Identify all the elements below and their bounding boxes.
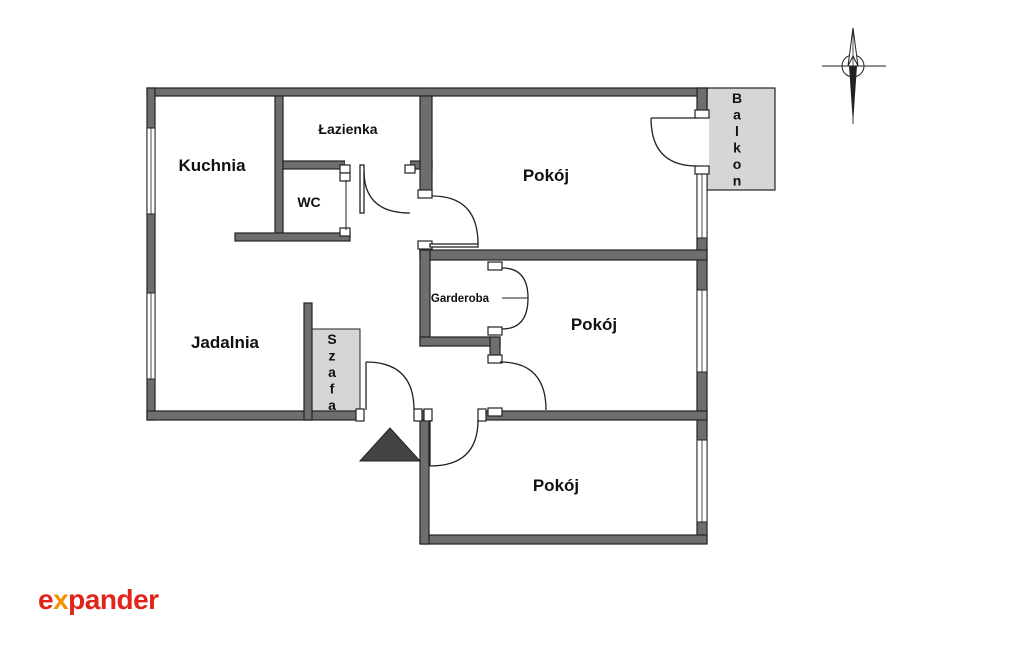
door-lazienka: [339, 164, 416, 214]
balkon-letters-letter: a: [733, 107, 741, 123]
door-gap-balcony: [695, 112, 709, 168]
szafa-letters-letter: a: [328, 364, 336, 380]
entrance-triangle-icon: [358, 427, 422, 462]
wall-bath-right: [419, 95, 433, 197]
room-label-lazienka: Łazienka: [318, 121, 377, 137]
door-pokoj-bottom: [423, 408, 487, 467]
wardrobe-area: [311, 328, 361, 412]
door-gap-wc: [340, 175, 350, 233]
door-gap-garderoba: [488, 262, 502, 330]
szafa-letters-letter: z: [329, 348, 336, 364]
wall-garderoba-stub: [489, 336, 501, 358]
door-gap-pokoj-top: [418, 196, 434, 244]
door-gap-pokoj-bottom: [429, 409, 481, 422]
balkon-letters-letter: n: [733, 173, 742, 189]
wall-wardrobe-left: [303, 302, 313, 421]
room-label-kuchnia: Kuchnia: [178, 156, 246, 175]
wall-garderoba-left: [419, 249, 431, 347]
door-wc: [339, 172, 351, 237]
balkon-letters-letter: o: [733, 156, 742, 172]
room-label-pokoj-top: Pokój: [523, 166, 569, 185]
balkon-letters-letter: l: [735, 123, 739, 139]
door-gap-pokoj-middle: [488, 357, 502, 411]
room-label-pokoj-bottom: Pokój: [533, 476, 579, 495]
szafa-letters-letter: f: [330, 381, 335, 397]
door-balkon: [650, 109, 710, 175]
door-pokoj-middle: [487, 354, 547, 417]
window-pokoj-middle: [696, 289, 708, 373]
wall-top: [146, 87, 708, 97]
balkon-letters-letter: k: [733, 140, 741, 156]
window-pokoj-top: [696, 169, 708, 239]
room-label-wc: WC: [297, 194, 320, 210]
door-pokoj-top: [417, 189, 479, 250]
szafa-letters-letter: a: [328, 397, 336, 413]
window-jadalnia: [146, 292, 156, 380]
wall-kitchen-stub: [234, 232, 351, 242]
wall-kitchen-bath: [274, 95, 284, 237]
window-pokoj-bottom: [696, 439, 708, 523]
door-entrance: [355, 361, 423, 422]
wall-garderoba-bottom: [419, 336, 501, 347]
logo-text: expander: [38, 584, 159, 615]
wall-bottom: [419, 534, 708, 545]
wall-pokoj-top-bottom: [419, 249, 708, 261]
balkon-letters-letter: B: [732, 90, 742, 106]
room-label-pokoj-middle: Pokój: [571, 315, 617, 334]
door-gap-bath: [345, 159, 410, 171]
north-arrow-icon: [822, 27, 886, 124]
window-kuchnia: [146, 127, 156, 215]
room-label-garderoba: Garderoba: [431, 293, 490, 305]
room-label-jadalnia: Jadalnia: [191, 333, 260, 352]
szafa-letters-letter: S: [327, 331, 336, 347]
expander-logo: expander: [38, 580, 159, 620]
door-gap-entrance: [360, 409, 418, 422]
wall-bath-wc: [282, 160, 346, 170]
wall-bottom-room-left: [419, 410, 430, 545]
door-garderoba: [487, 261, 529, 336]
balcony-area: [706, 87, 776, 191]
